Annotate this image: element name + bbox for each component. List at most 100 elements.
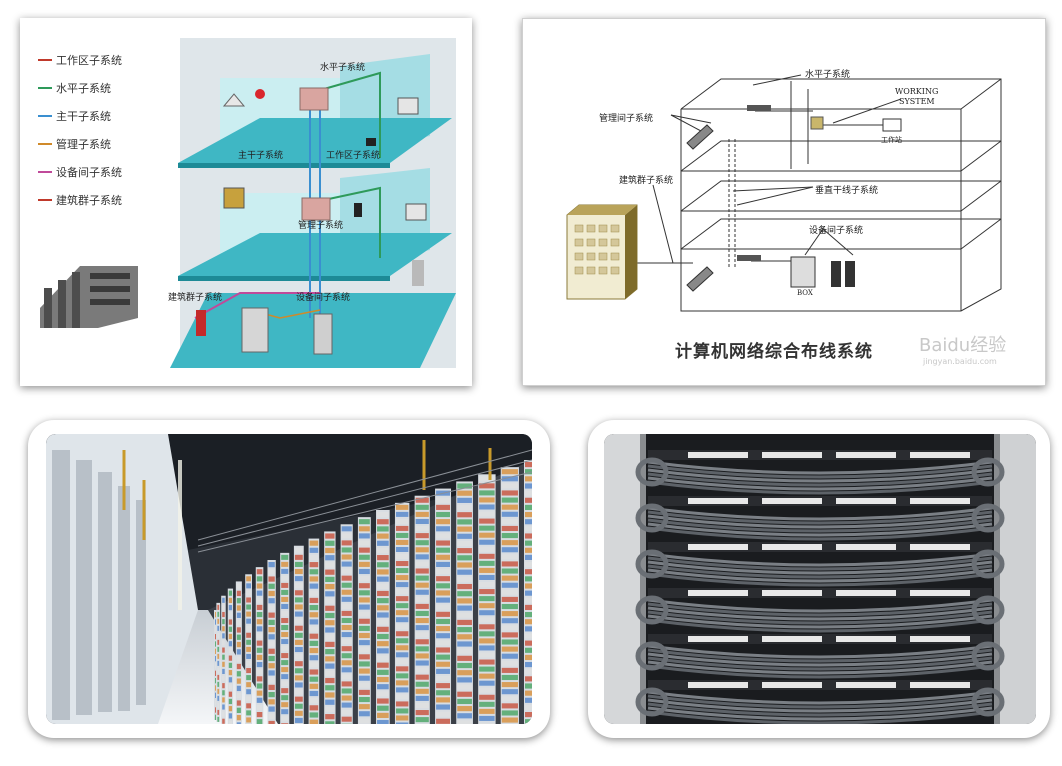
rack-cable (246, 647, 251, 652)
rack-cable (457, 692, 472, 697)
phone-icon (354, 203, 362, 217)
rack-cable (310, 591, 319, 596)
rack-cable (377, 584, 389, 589)
outlet-icon (811, 117, 823, 129)
rack-cable (310, 662, 319, 667)
rack-cable (457, 548, 472, 553)
rack-cable (416, 604, 429, 609)
rack-cable (310, 705, 319, 710)
rack-cable (268, 641, 274, 646)
rack-cable (396, 701, 408, 706)
rack-cable (436, 533, 450, 538)
rack-cable (310, 720, 319, 725)
rack-cable (257, 612, 263, 617)
rack-cable (257, 583, 263, 588)
rack-cable (359, 526, 370, 531)
rack-cable (342, 533, 352, 538)
rack-cable (237, 715, 241, 720)
rack-cable (310, 691, 319, 696)
rack-cable (377, 526, 389, 531)
rack-cable (229, 605, 232, 610)
rack-cable (502, 583, 518, 588)
rack-cable (268, 670, 274, 675)
rack-cable (479, 624, 494, 629)
port-strip (762, 498, 822, 504)
rack-cable (215, 619, 216, 624)
rack-cable (436, 704, 450, 709)
rack-cable (457, 641, 472, 646)
rack-cable (310, 655, 319, 660)
rack-cable (325, 692, 334, 697)
rack-cable (295, 697, 303, 702)
rack-cable (268, 663, 274, 668)
rack-cable (325, 591, 334, 596)
rack-cable (281, 723, 288, 728)
wiring-schematic-panel: 水平子系统 WORKING SYSTEM 管理间子系统 建筑群子系统 垂直干线子… (522, 18, 1046, 386)
rack-cable (237, 708, 241, 713)
rack-cable (237, 686, 241, 691)
legend-item: 管理子系统 (38, 130, 122, 158)
diagram-caption: 计算机网络综合布线系统 (675, 337, 873, 362)
rack-cable (359, 540, 370, 545)
rack-cable (325, 598, 334, 603)
rack-cable (246, 724, 251, 729)
rack-cable (377, 634, 389, 639)
rack-cable (342, 597, 352, 602)
rack-cable (436, 562, 450, 567)
legend-item: 设备间子系统 (38, 158, 122, 186)
rack-cable (229, 641, 232, 646)
rack-cable (396, 659, 408, 664)
rack-cable (377, 698, 389, 703)
rack-cable (479, 519, 494, 524)
port-strip (762, 590, 822, 596)
rack-cable (257, 576, 263, 581)
rack-cable (479, 540, 494, 545)
rack-cable (237, 620, 241, 625)
rack-cable (342, 660, 352, 665)
rack-cable (310, 734, 319, 738)
rack-cable (281, 562, 288, 567)
rack-cable (525, 719, 542, 724)
rack-cable (281, 569, 288, 574)
rack-cable (502, 505, 518, 510)
rack-cable (502, 519, 518, 524)
rack-cable (325, 642, 334, 647)
rack-cable (436, 605, 450, 610)
rack-cable (416, 625, 429, 630)
rack-cable (416, 526, 429, 531)
rack-cable (310, 548, 319, 553)
rack-cable (396, 645, 408, 650)
rack-cable (525, 583, 542, 588)
server-icon (831, 261, 841, 287)
server-cabinet-icon (314, 314, 332, 354)
rack-cable (359, 576, 370, 581)
rack-cable (217, 612, 219, 617)
rack-cable (359, 548, 370, 553)
rack-cable (325, 685, 334, 690)
rack-cable (359, 647, 370, 652)
rack-cable (502, 576, 518, 581)
rack-cable (217, 682, 219, 687)
rack-cable (237, 642, 241, 647)
rack-cable (377, 519, 389, 524)
rack-cable (217, 703, 219, 708)
rack-cable (281, 597, 288, 602)
rack-cable (479, 617, 494, 622)
rack-cable (436, 612, 450, 617)
rack-cable (457, 527, 472, 532)
rack-cable (525, 626, 542, 631)
rack-cable (342, 547, 352, 552)
rack-cable (257, 633, 263, 638)
rack-cable (359, 661, 370, 666)
label-building: 建筑群子系统 (619, 173, 673, 186)
rack-cable (281, 667, 288, 672)
rack-cable (359, 626, 370, 631)
rack-cable (295, 633, 303, 638)
rack-cable (325, 577, 334, 582)
rack-cable (502, 647, 518, 652)
distribution-box-icon (791, 257, 815, 287)
rack-cable (377, 727, 389, 732)
rack-cable (359, 633, 370, 638)
rack-cable (295, 612, 303, 617)
data-center-photo (28, 420, 550, 738)
